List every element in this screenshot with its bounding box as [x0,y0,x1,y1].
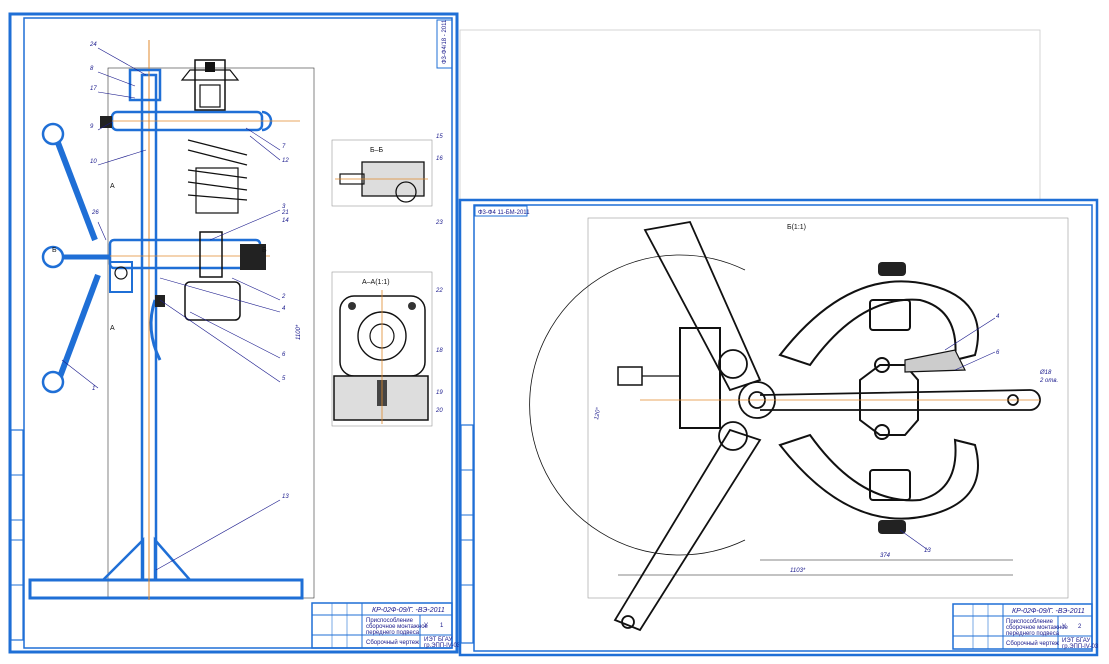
left-callout-19: 23 [435,220,443,226]
section-view-aa: А–А(1:1) [331,271,433,427]
right-dim-small: Ø18 [1039,370,1052,376]
left-callout-11: 6 [282,352,286,358]
left-callout-16: 14 [282,218,289,224]
left-sheet: Ф3-Ф4/18 - 2011 1100* [8,12,459,654]
left-callout-9: 2 [281,294,286,300]
left-callout-18: 16 [436,156,443,162]
left-callout-23: 20 [435,408,443,414]
right-sheet: Ф3-Ф4 11-БМ-2011 Б(1:1) 120° [458,198,1099,657]
right-doc-type: Сборочный чертеж [1006,640,1059,647]
section-view-bb: Б–Б [331,139,433,207]
right-dim-width: 1103* [790,568,806,574]
right-sheet-inner-frame [473,204,1093,652]
ring-clamp [778,280,979,520]
left-callout-5: 7 [282,144,286,150]
left-org-line2: гр.ЭПП-IV-03 [424,643,461,649]
left-callout-21: 18 [436,348,443,354]
lower-clamp-body [184,281,241,321]
lever-arms [613,220,1041,632]
left-corner-code: Ф3-Ф4/18 - 2011 [442,19,448,64]
left-callout-7: 26 [91,210,99,216]
left-doc-number: КР-02Ф-09/Г. -ВЭ-2011 [372,607,445,614]
background-sheet-outline [459,29,1041,201]
left-doc-type: Сборочный чертеж [366,639,419,646]
strut-top-mount [180,59,240,111]
right-view-label: Б(1:1) [787,224,806,231]
left-dim-height: 1100* [296,324,302,340]
stand-base [28,578,304,600]
left-stage: У [424,623,428,629]
right-org-line1: ИЭТ БГАУ [1062,638,1090,644]
lower-bracket [149,299,162,361]
right-sheet-outer-frame [458,198,1099,657]
left-callout-17: 15 [436,134,443,140]
right-margin-stamp [460,424,474,644]
left-name-line3: переднего подвеса [366,630,420,636]
left-margin-stamp [10,429,24,641]
left-callout-3: 9 [90,124,94,130]
left-title-block: КР-02Ф-09/Г. -ВЭ-2011 Приспособление сбо… [311,602,461,649]
left-sheet-outer-frame [8,12,459,654]
right-name-line3: переднего подвеса [1006,631,1060,637]
middle-clamp [199,231,223,278]
right-dim-inner: 374 [880,553,891,559]
left-corner-box [436,19,453,69]
left-callout-13: 1 [92,386,95,392]
view-marker-b-left: Б [52,247,57,254]
right-doc-number: КР-02Ф-09/Г. -ВЭ-2011 [1012,608,1085,615]
ring-top-knob [878,262,906,276]
left-callout-12: 5 [282,376,286,382]
right-callout-2: 13 [924,548,931,554]
right-shaft-end [617,366,643,386]
left-callout-8: 3 [282,204,286,210]
left-callout-15: 21 [281,210,289,216]
swing-arc [529,254,746,556]
left-name-line1: Приспособление [366,618,414,624]
view-marker-a-top: А [110,183,115,190]
left-callout-0: 24 [89,42,97,48]
right-stage: У [1062,624,1066,630]
right-name-line2: сборочное монтажное [1006,625,1069,631]
left-callout-2: 17 [90,86,97,92]
left-callout-20: 22 [435,288,443,294]
right-title-block: КР-02Ф-09/Г. -ВЭ-2011 Приспособление сбо… [952,603,1099,650]
left-callout-1: 8 [90,66,94,72]
right-drawing-area [587,217,1069,599]
section-aa-label: А–А(1:1) [362,279,390,286]
right-corner-box [474,205,528,217]
right-dim-small2: 2 отв. [1039,378,1058,384]
right-name-line1: Приспособление [1006,619,1054,625]
right-housing [679,327,721,429]
view-marker-b-right: Б [262,247,267,254]
stand-foot-braces [102,536,191,581]
view-marker-a-bottom: А [110,325,115,332]
left-callout-22: 19 [436,390,443,396]
handwheel-spokes [41,122,110,394]
left-sheet-number: 1 [440,623,444,629]
right-org-line2: гр.ЭПП-IV-03 [1062,644,1099,650]
right-callout-leaders [899,317,996,551]
screw-assembly [904,349,966,373]
left-callout-4: 10 [90,159,97,165]
ring-bottom-knob [878,520,906,534]
right-callout-0: 4 [996,314,1000,320]
top-arm-bracket [128,68,162,102]
top-arm-knob [100,116,112,128]
right-corner-code: Ф3-Ф4 11-БМ-2011 [478,210,530,216]
callout-layer: 2481791071226324651132114151623221819204… [89,42,1000,554]
right-sheet-number: 2 [1078,624,1082,630]
middle-clamp-handwheel [240,244,266,270]
section-bb-label: Б–Б [370,147,383,154]
left-sheet-inner-frame [23,17,453,649]
left-name-line2: сборочное монтажное [366,624,429,630]
right-callout-1: 6 [996,350,1000,356]
right-dim-angle: 120° [594,406,602,420]
callout-leaders [61,47,281,571]
left-org-line1: ИЭТ БГАУ [424,637,452,643]
left-callout-6: 12 [282,158,289,164]
strut-spring [187,139,248,214]
left-callout-14: 13 [282,494,289,500]
left-callout-10: 4 [282,306,286,312]
